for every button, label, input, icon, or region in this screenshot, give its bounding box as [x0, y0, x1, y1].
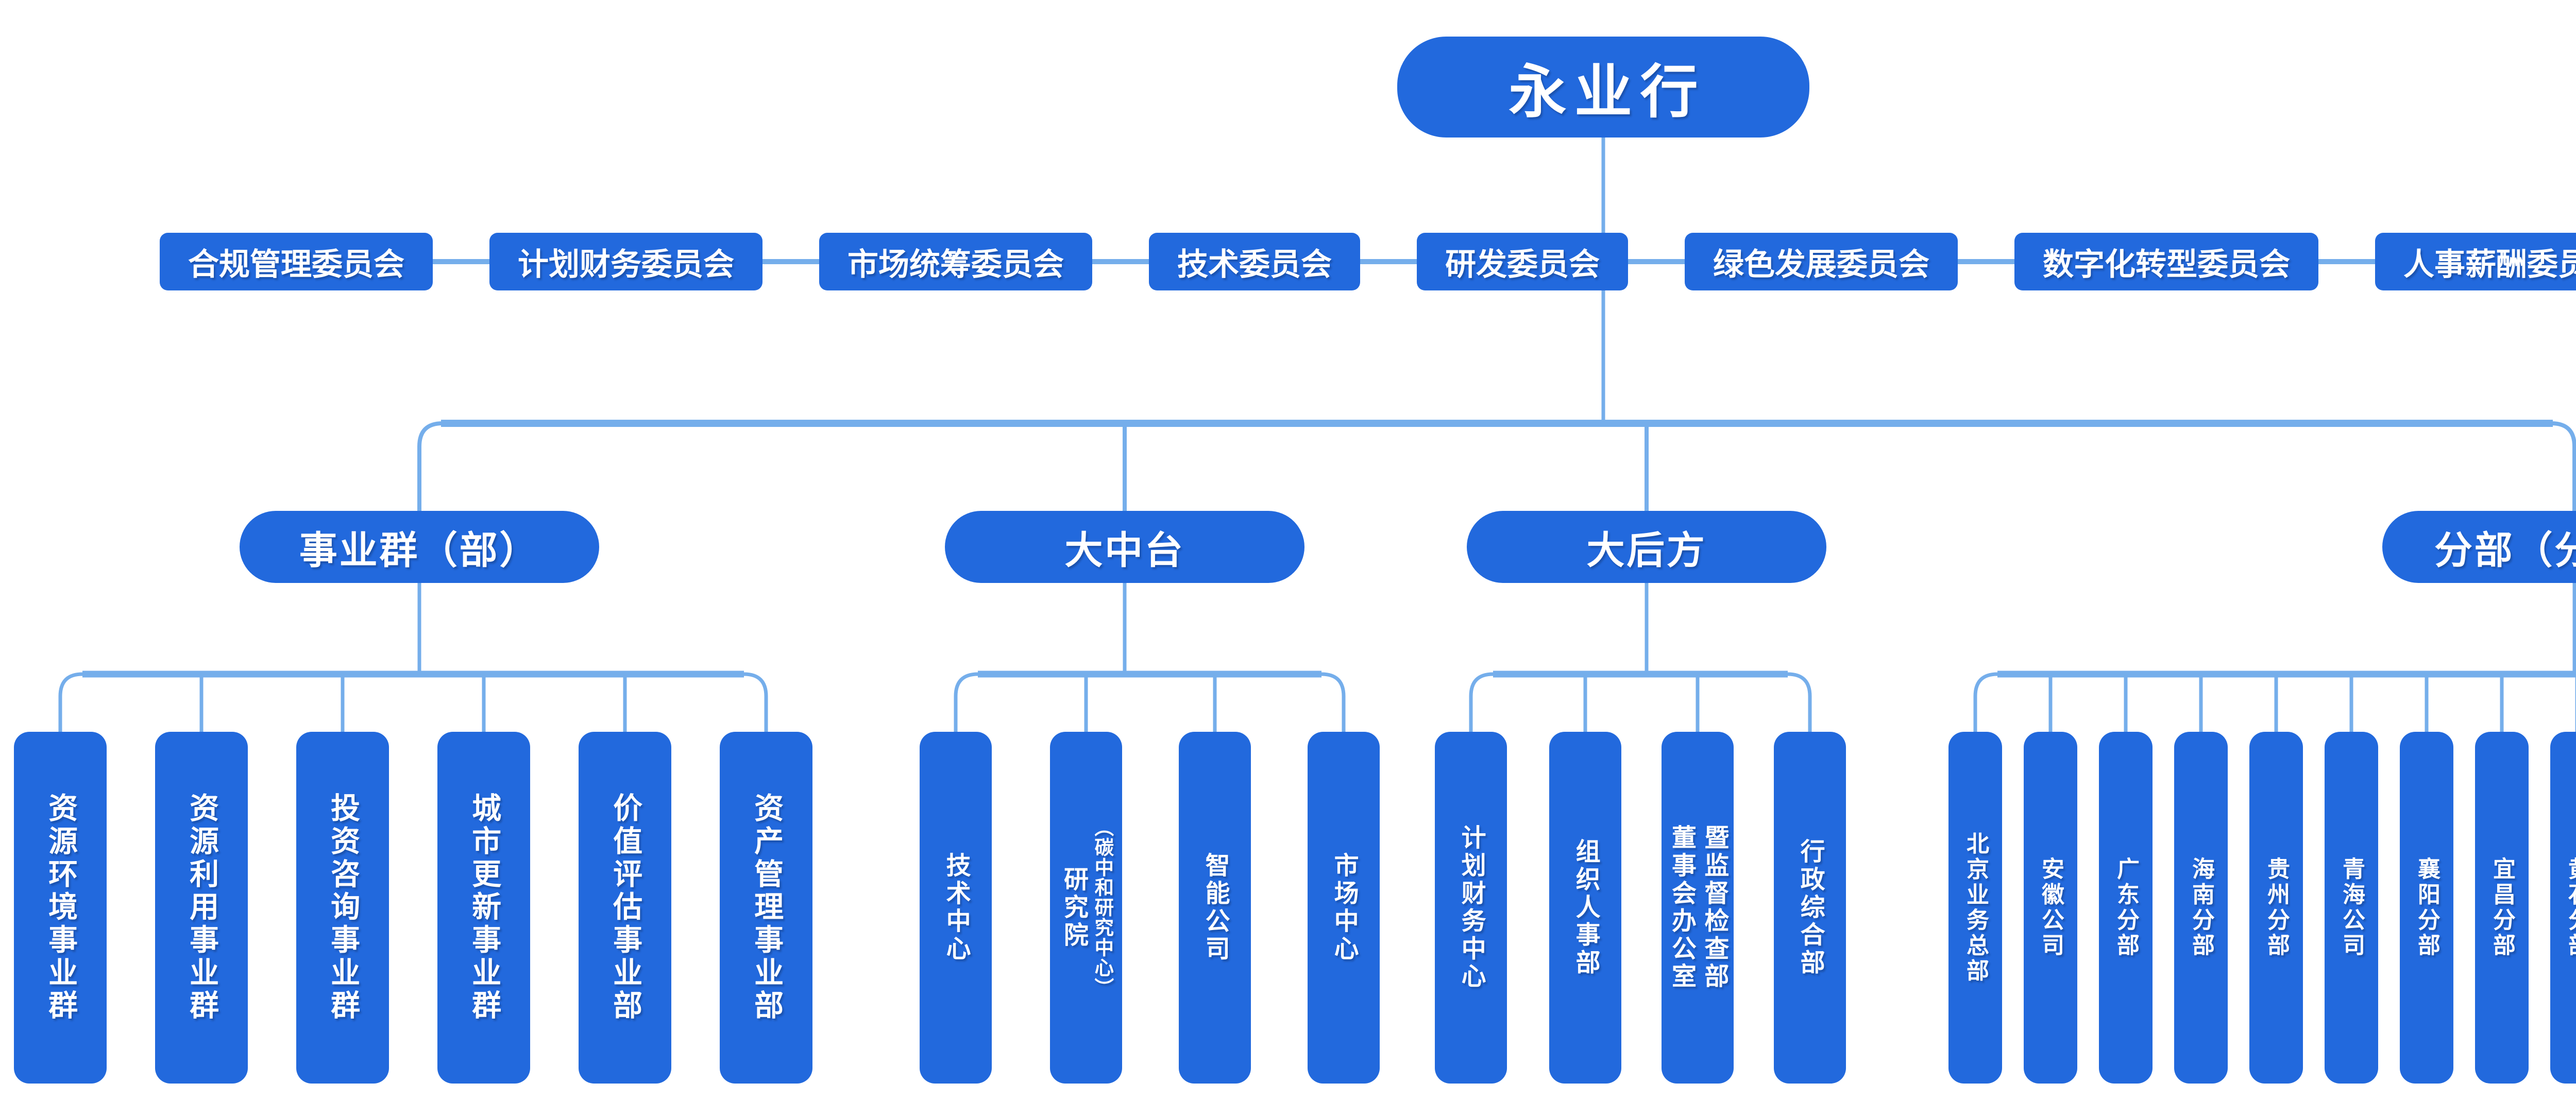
dept-label: 价值评估事业部	[608, 793, 642, 1023]
dept-label: 资源环境事业群	[44, 793, 77, 1023]
dept-label: 安徽公司	[2038, 856, 2064, 959]
dept-label: 行政综合部	[1796, 838, 1824, 977]
dept-label: 技术中心	[942, 852, 970, 964]
committee-node: 合规管理委员会	[160, 233, 433, 290]
dept-node: 组织人事部	[1549, 732, 1621, 1084]
dept-label: 海南分部	[2189, 856, 2214, 959]
dept-node: 计划财务中心	[1435, 732, 1507, 1084]
dept-label: 北京业务总部	[1963, 831, 1989, 984]
dept-node: 价值评估事业部	[579, 732, 671, 1084]
dept-node: 行政综合部	[1774, 732, 1846, 1084]
dept-node: 市场中心	[1308, 732, 1380, 1084]
dept-label: 研究院（碳中和研究中心）	[1059, 817, 1114, 998]
dept-node: 襄阳分部	[2400, 732, 2453, 1084]
dept-label: 组织人事部	[1571, 838, 1599, 977]
dept-label: 襄阳分部	[2414, 856, 2440, 959]
division-node: 分部（分公司）	[2382, 511, 2576, 583]
dept-node: 智能公司	[1179, 732, 1251, 1084]
dept-node: 广东分部	[2099, 732, 2153, 1084]
dept-node: 黄石分部	[2550, 732, 2576, 1084]
committee-row: 合规管理委员会 计划财务委员会 市场统筹委员会 技术委员会 研发委员会 绿色发展…	[160, 233, 2576, 290]
dept-node: 资源环境事业群	[14, 732, 107, 1084]
division-node: 大后方	[1467, 511, 1826, 583]
dept-label: 宜昌分部	[2489, 856, 2515, 959]
committee-node: 绿色发展委员会	[1628, 233, 1958, 290]
dept-label: 广东分部	[2113, 856, 2139, 959]
dept-node: 宜昌分部	[2475, 732, 2529, 1084]
dept-node: 资源利用事业群	[155, 732, 248, 1084]
dept-node: 北京业务总部	[1948, 732, 2002, 1084]
dept-node: 投资咨询事业群	[296, 732, 389, 1084]
dept-node: 贵州分部	[2249, 732, 2303, 1084]
dept-node: 技术中心	[920, 732, 992, 1084]
dept-node: 城市更新事业群	[437, 732, 530, 1084]
dept-node: 海南分部	[2174, 732, 2228, 1084]
dept-label: 资产管理事业部	[750, 793, 783, 1023]
dept-node: 研究院（碳中和研究中心）	[1050, 732, 1122, 1084]
dept-node: 青海公司	[2325, 732, 2378, 1084]
dept-label: 投资咨询事业群	[326, 793, 360, 1023]
dept-label: 贵州分部	[2264, 856, 2290, 959]
dept-label: 市场中心	[1330, 852, 1358, 964]
dept-label: 城市更新事业群	[467, 793, 501, 1023]
dept-label: 董事会办公室暨监督检查部	[1668, 824, 1728, 991]
committee-node: 市场统筹委员会	[762, 233, 1092, 290]
committee-node: 数字化转型委员会	[1958, 233, 2318, 290]
committee-node: 计划财务委员会	[433, 233, 762, 290]
dept-label: 计划财务中心	[1457, 824, 1485, 991]
dept-node: 资产管理事业部	[720, 732, 812, 1084]
org-node-root: 永业行	[1397, 37, 1809, 138]
committee-node: 研发委员会	[1360, 233, 1628, 290]
dept-label: 资源利用事业群	[185, 793, 218, 1023]
dept-label: 青海公司	[2339, 856, 2365, 959]
division-node: 事业群（部）	[240, 511, 599, 583]
division-node: 大中台	[945, 511, 1304, 583]
dept-label: 黄石分部	[2565, 856, 2576, 959]
dept-label: 智能公司	[1201, 852, 1229, 964]
dept-node: 董事会办公室暨监督检查部	[1662, 732, 1734, 1084]
committee-node: 人事薪酬委员会	[2318, 233, 2576, 290]
committee-node: 技术委员会	[1092, 233, 1360, 290]
dept-node: 安徽公司	[2024, 732, 2077, 1084]
